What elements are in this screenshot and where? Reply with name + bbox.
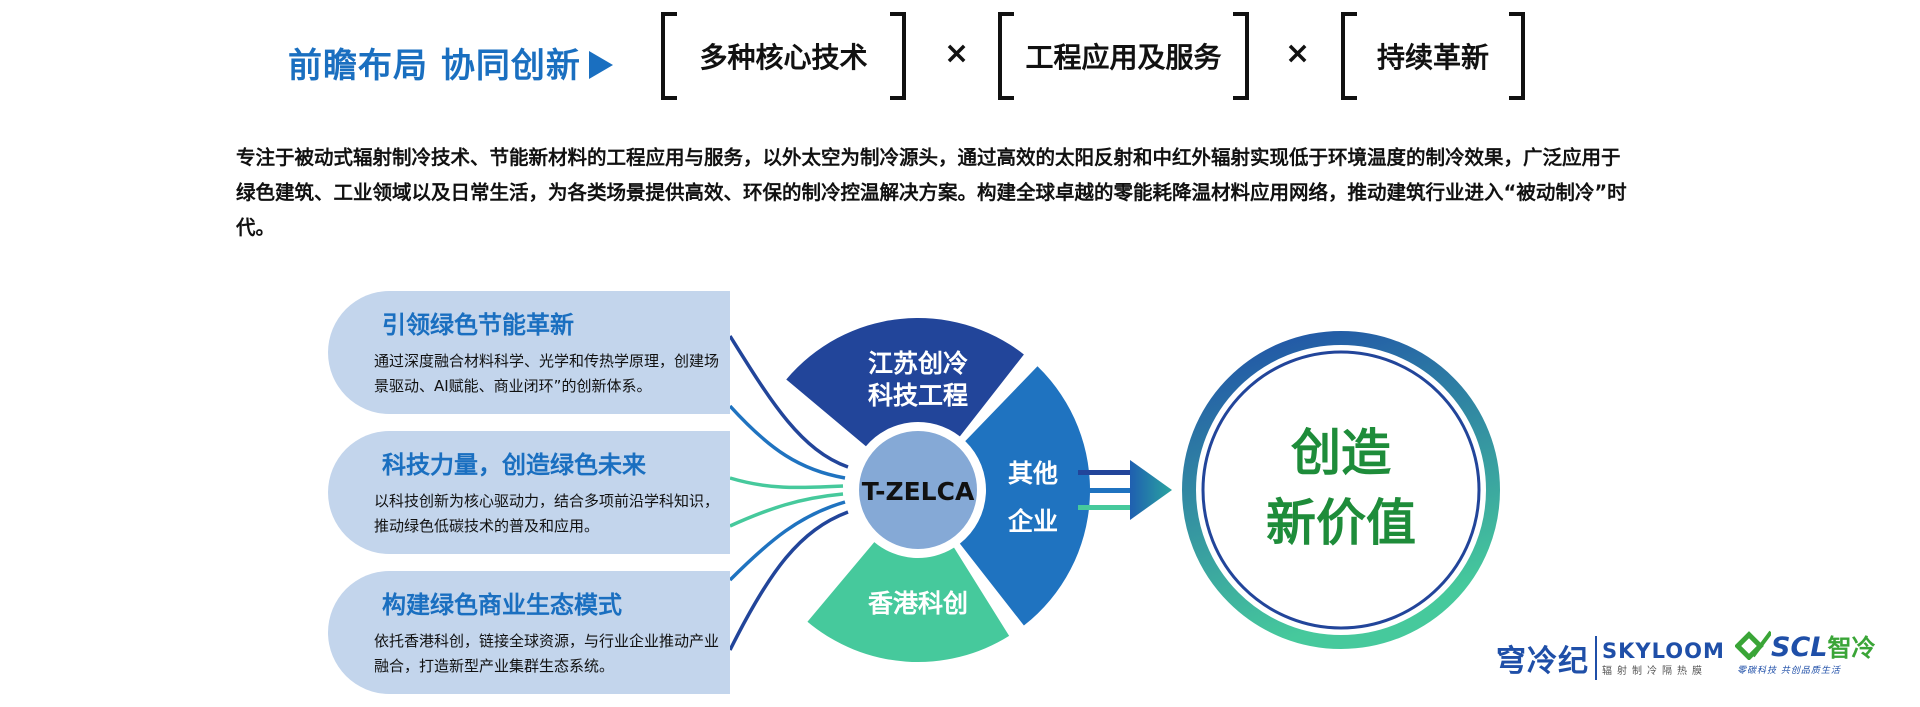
- connector-curve: [728, 335, 849, 469]
- connector-curve: [728, 510, 849, 651]
- skyloom-sub: 辐射制冷隔热膜: [1602, 665, 1707, 677]
- card-desc: 依托香港科创，链接全球资源，与行业企业推动产业融合，打造新型产业集群生态系统。: [374, 632, 720, 675]
- scl-cn: 智冷: [1827, 634, 1876, 662]
- result-text: 新价值: [1266, 494, 1416, 552]
- connector-curves: [728, 335, 849, 651]
- pillar-label: 多种核心技术: [699, 41, 868, 74]
- card-business-ecosystem: 构建绿色商业生态模式 依托香港科创，链接全球资源，与行业企业推动产业融合，打造新…: [328, 571, 730, 694]
- segment-label: 江苏创冷: [868, 349, 968, 378]
- intro-paragraph: 专注于被动式辐射制冷技术、节能新材料的工程应用与服务，以外太空为制冷源头，通过高…: [236, 146, 1627, 239]
- slogan-text: 前瞻布局 协同创新: [288, 46, 581, 86]
- center-circle: [853, 425, 983, 555]
- flow-arrow: [1078, 460, 1172, 520]
- connector-curve: [729, 492, 844, 528]
- card-title: 引领绿色节能革新: [382, 311, 574, 339]
- skyloom-en: SKYLOOM: [1602, 638, 1725, 663]
- pillar-core-tech: 多种核心技术: [661, 12, 906, 100]
- skyloom-logo: 穹冷纪 SKYLOOM 辐射制冷隔热膜: [1496, 636, 1725, 680]
- card-title: 科技力量，创造绿色未来: [382, 451, 646, 479]
- segment-label: 科技工程: [868, 381, 968, 410]
- skyloom-en-block: SKYLOOM 辐射制冷隔热膜: [1597, 640, 1725, 677]
- segment-label: 企业: [1008, 507, 1058, 536]
- card-desc: 以科技创新为核心驱动力，结合多项前沿学科知识，推动绿色低碳技术的普及和应用。: [374, 492, 720, 535]
- times-sign: ×: [944, 36, 970, 71]
- card-tech-power: 科技力量，创造绿色未来 以科技创新为核心驱动力，结合多项前沿学科知识，推动绿色低…: [328, 431, 730, 554]
- play-arrow-icon: [588, 51, 613, 79]
- connector-curve: [728, 404, 846, 480]
- center-label: T-ZELCA: [862, 477, 975, 506]
- result-text: 创造: [1291, 424, 1391, 482]
- card-green-innovation: 引领绿色节能革新 通过深度融合材料科学、光学和传热学原理，创建场景驱动、AI赋能…: [328, 291, 730, 414]
- arrow-head-icon: [1130, 460, 1172, 520]
- segment-jiangsu: [786, 318, 1024, 447]
- segment-label: 香港科创: [868, 589, 968, 618]
- pillar-label: 持续革新: [1376, 41, 1489, 74]
- slogan: 前瞻布局 协同创新: [288, 38, 613, 87]
- segment-label: 其他: [1008, 459, 1058, 488]
- scl-emblem-icon: [1734, 630, 1773, 661]
- pillar-innovation: 持续革新: [1341, 12, 1525, 100]
- scl-sub: 零碳科技 共创品质生活: [1737, 666, 1841, 676]
- times-sign: ×: [1285, 36, 1311, 71]
- card-desc: 通过深度融合材料科学、光学和传热学原理，创建场景驱动、AI赋能、商业闭环”的创新…: [374, 352, 720, 395]
- connector-curve: [728, 500, 846, 582]
- pillar-engineering: 工程应用及服务: [998, 12, 1249, 100]
- result-outer-ring: [1182, 331, 1500, 649]
- skyloom-cn: 穹冷纪: [1496, 636, 1597, 680]
- result-inner-ring: [1201, 350, 1481, 630]
- card-title: 构建绿色商业生态模式: [382, 591, 622, 619]
- segment-hongkong: [807, 542, 1010, 662]
- scl-en: SCL: [1771, 632, 1828, 663]
- pillar-label: 工程应用及服务: [1025, 41, 1222, 74]
- connector-curve: [729, 476, 844, 490]
- segment-other: [959, 366, 1090, 626]
- scl-logo: SCL智冷 零碳科技 共创品质生活: [1734, 628, 1876, 676]
